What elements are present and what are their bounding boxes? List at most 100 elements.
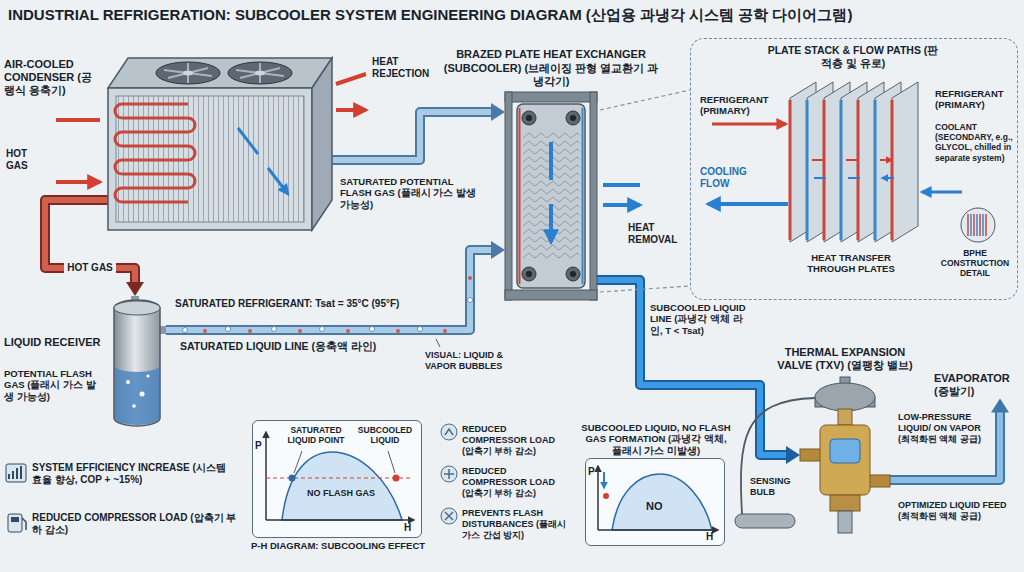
flow-label-holder: BPHE CONSTRUCTION DETAIL [938, 248, 1012, 279]
bphe-illustration-part [505, 92, 512, 300]
vapor-bubbles-part [443, 329, 447, 333]
condenser-illustration-part [108, 88, 312, 230]
ph-chart-part [252, 420, 422, 538]
pipe-label-holder: HOT GAS [64, 262, 116, 274]
vapor-bubbles-part [346, 329, 350, 333]
callout-label: SATURATED POTENTIAL FLASH GAS (플래시 가스 발생… [340, 176, 485, 210]
txv-illustration-part [830, 439, 860, 463]
plate-stack-illustration-part [814, 177, 894, 179]
condenser-illustration-part [183, 71, 193, 76]
chart-label: NO [646, 500, 663, 513]
pipe-arrowhead [786, 446, 800, 464]
bphe-illustration-part [590, 92, 597, 300]
vapor-bubbles-part [183, 328, 188, 333]
pipe-label: SATURATED LIQUID LINE (응축액 라인) [180, 340, 376, 353]
component-heading-holder: POTENTIAL FLASH GAS (플래시 가스 발생 가능성) [4, 368, 104, 402]
flow-label: REFRIGERANT (PRIMARY) [935, 88, 1015, 111]
txv-illustration-part [838, 511, 852, 533]
component-heading: BRAZED PLATE HEAT EXCHANGER (SUBCOOLER) … [441, 48, 661, 88]
heat-flow-arrows-part [336, 74, 366, 110]
condenser-illustration [108, 58, 332, 230]
subcooler-node: BRAZED PLATE HEAT EXCHANGER (SUBCOOLER) … [505, 92, 597, 300]
callout-label: HEAT REMOVAL [628, 222, 686, 246]
plate-stack-illustration-part [807, 100, 875, 240]
plate-stack-illustration-part [892, 82, 918, 242]
component-heading: EVAPORATOR (증발기) [934, 372, 1018, 398]
bphe-illustration-part [522, 111, 536, 125]
ph-chart-part [294, 451, 302, 473]
heat-flow-arrows-part [603, 185, 640, 205]
bphe-illustration [505, 92, 597, 300]
zoom-lines-part [600, 286, 690, 292]
vapor-bubbles-part [418, 327, 423, 332]
chart-label-holder: SATURATED LIQUID POINT [280, 425, 352, 445]
txv-illustration-part [815, 383, 875, 411]
benefit-label: REDUCED COMPRESSOR LOAD (압축기 부하 감소) [462, 466, 568, 498]
txv-illustration-part [838, 409, 852, 425]
component-heading-holder: LIQUID RECEIVER [4, 336, 104, 349]
axis-label-holder: H [706, 531, 713, 543]
vapor-bubbles-part [272, 327, 277, 332]
evaporator-node: EVAPORATOR (증발기) [934, 372, 1018, 398]
bphe-illustration-part [566, 111, 580, 125]
receiver-node: LIQUID RECEIVERPOTENTIAL FLASH GAS (플래시 … [108, 296, 166, 436]
pipe-outline [166, 250, 495, 330]
ph-chart-part [612, 474, 712, 530]
callout-label-holder: HOT GAS [6, 148, 50, 172]
txv-illustration-part [830, 495, 860, 511]
receiver-illustration-part [132, 404, 136, 408]
ph-chart [252, 420, 422, 538]
pipe-connector [890, 398, 1009, 480]
benefit-icon-part [445, 512, 453, 520]
chart-label-holder: SUBCOOLED LIQUID [354, 425, 416, 445]
pipe-core [166, 250, 495, 330]
receiver-illustration [114, 296, 166, 426]
inset-caption-holder: SUBCOOLED LIQUID, NO FLASH GAS FORMATION… [581, 422, 731, 456]
benefit-icon-part [441, 508, 457, 524]
chart-label: NO FLASH GAS [304, 488, 378, 499]
bphe-illustration-part [582, 108, 584, 284]
axis-label: H [706, 531, 713, 543]
axis-label: P [255, 440, 262, 452]
receiver-illustration-part [160, 326, 166, 334]
sensing-bulb-part [741, 398, 815, 514]
flow-label: COOLING FLOW [700, 166, 762, 190]
ph-chart-part [597, 466, 599, 530]
inset-caption: SUBCOOLED LIQUID, NO FLASH GAS FORMATION… [581, 422, 731, 456]
zoom-lines-part [600, 90, 690, 110]
bphe-illustration-part [566, 267, 580, 281]
condenser-illustration-part [312, 58, 332, 230]
plate-stack-illustration-part [961, 208, 995, 242]
component-heading: THERMAL EXPANSION VALVE (TXV) (열팽창 밸브) [770, 346, 920, 372]
vapor-bubbles-part [468, 298, 473, 303]
component-heading: LIQUID RECEIVER [4, 336, 104, 349]
inset-caption-holder: P-H DIAGRAM: SUBCOOLING EFFECT [240, 540, 436, 551]
pipe-outline [890, 408, 1000, 480]
benefit-label-holder: SYSTEM EFFICIENCY INCREASE (시스템 효율 향상, C… [32, 462, 237, 486]
pipe-outline [332, 112, 495, 160]
plate-stack-illustration-part [790, 100, 892, 240]
panel-heading: PLATE STACK & FLOW PATHS (판 적층 및 유로) [763, 44, 943, 69]
bphe-illustration-part [526, 271, 532, 277]
plate-stack-illustration-part [708, 202, 788, 206]
panel-heading-holder: PLATE STACK & FLOW PATHS (판 적층 및 유로) [763, 44, 943, 69]
axis-label: P [588, 466, 595, 478]
pipe-arrowhead [491, 103, 505, 121]
ph-chart-part [598, 529, 718, 531]
flow-label: COOLANT (SECONDARY, e.g., GLYCOL, chille… [935, 122, 1015, 163]
bphe-illustration-part [522, 267, 536, 281]
flow-label-holder: COOLANT (SECONDARY, e.g., GLYCOL, chille… [935, 122, 1015, 163]
bphe-illustration-part [505, 290, 597, 300]
condenser-illustration-part [115, 104, 195, 202]
condition-label: SATURATED REFRIGERANT: Tsat = 35°C (95°F… [175, 298, 460, 310]
benefit-icon-part [11, 517, 19, 522]
benefit-icon-part [444, 469, 454, 479]
txv-illustration-part [800, 449, 822, 461]
receiver-illustration-part [114, 301, 160, 315]
ph-chart-part [265, 432, 267, 520]
component-heading: POTENTIAL FLASH GAS (플래시 가스 발생 가능성) [4, 368, 104, 402]
pipe-label: LOW-PRESSURE LIQUID/ ON VAPOR (최적화된 액체 공… [898, 412, 988, 444]
receiver-illustration-part [140, 392, 145, 397]
component-heading-holder: AIR-COOLED CONDENSER (공랭식 응축기) [4, 58, 102, 98]
